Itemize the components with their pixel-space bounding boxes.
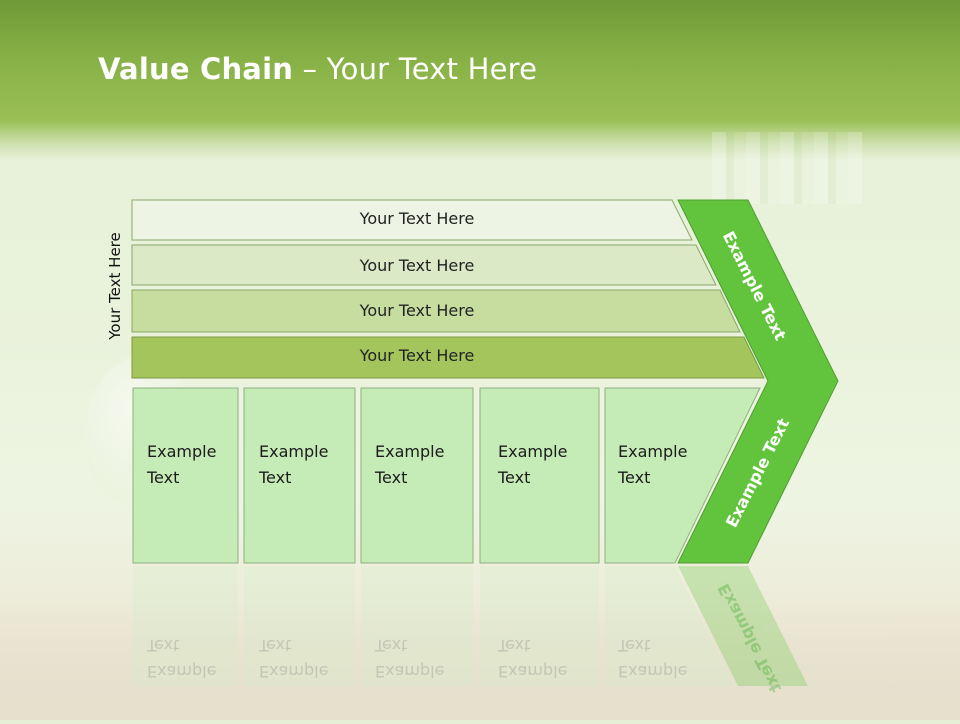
primary-box-4-reflection-line1: Example bbox=[498, 662, 568, 681]
support-bar-3-label: Your Text Here bbox=[359, 301, 475, 320]
primary-box-4-shape bbox=[479, 387, 600, 564]
primary-box-3-line1: Example bbox=[375, 442, 445, 461]
primary-box-2-shape bbox=[243, 387, 356, 564]
support-bar-2-label: Your Text Here bbox=[359, 256, 475, 275]
slide-title-bold: Value Chain bbox=[98, 52, 294, 86]
reflection-box-1 bbox=[133, 566, 238, 686]
support-bar-3-shape bbox=[131, 289, 741, 333]
diagram-reflection bbox=[133, 566, 808, 686]
reflection-chevron bbox=[678, 566, 808, 686]
primary-box-4-line1: Example bbox=[498, 442, 568, 461]
primary-box-5-reflection: Example Text bbox=[618, 632, 687, 684]
background-floor bbox=[0, 600, 960, 720]
primary-box-2-line2: Text bbox=[259, 468, 292, 487]
margin-chevron-shape bbox=[677, 199, 839, 564]
primary-box-1-shape bbox=[132, 387, 239, 564]
support-bar-1-shape bbox=[131, 199, 693, 241]
reflection-box-2 bbox=[244, 566, 355, 686]
primary-box-2-reflection-line1: Example bbox=[259, 662, 329, 681]
primary-box-3-reflection: Example Text bbox=[375, 632, 444, 684]
primary-box-5-reflection-line1: Example bbox=[618, 662, 688, 681]
primary-box-2-reflection: Example Text bbox=[259, 632, 328, 684]
primary-box-4-reflection-line2: Text bbox=[498, 636, 531, 655]
support-bar-4-shape bbox=[131, 336, 765, 379]
slide-title-rest: – Your Text Here bbox=[293, 52, 538, 86]
primary-box-3-reflection-line2: Text bbox=[375, 636, 408, 655]
primary-box-4-reflection: Example Text bbox=[498, 632, 567, 684]
reflection-box-5 bbox=[605, 566, 735, 686]
support-bar-4-label: Your Text Here bbox=[359, 346, 475, 365]
primary-box-1-line2: Text bbox=[147, 468, 180, 487]
background-curtain-decoration bbox=[712, 132, 862, 204]
reflection-box-3 bbox=[361, 566, 473, 686]
reflection-box-4 bbox=[480, 566, 599, 686]
primary-box-5-line1: Example bbox=[618, 442, 688, 461]
primary-box-5-reflection-line2: Text bbox=[618, 636, 651, 655]
primary-box-3-reflection-line1: Example bbox=[375, 662, 445, 681]
primary-box-2-line1: Example bbox=[259, 442, 329, 461]
primary-box-4-line2: Text bbox=[498, 468, 531, 487]
primary-box-1-reflection-line2: Text bbox=[147, 636, 180, 655]
primary-box-1-reflection: Example Text bbox=[147, 632, 216, 684]
header-band bbox=[0, 0, 960, 160]
primary-box-5-shape bbox=[604, 387, 761, 564]
primary-box-1-line1: Example bbox=[147, 442, 217, 461]
primary-box-3-line2: Text bbox=[375, 468, 408, 487]
primary-box-1-reflection-line1: Example bbox=[147, 662, 217, 681]
support-bar-1-label: Your Text Here bbox=[359, 209, 475, 228]
support-bar-2-shape bbox=[131, 244, 717, 286]
primary-box-3-shape bbox=[360, 387, 474, 564]
primary-box-2-reflection-line2: Text bbox=[259, 636, 292, 655]
primary-box-5-line2: Text bbox=[618, 468, 651, 487]
slide-title: Value Chain – Your Text Here bbox=[98, 52, 537, 86]
